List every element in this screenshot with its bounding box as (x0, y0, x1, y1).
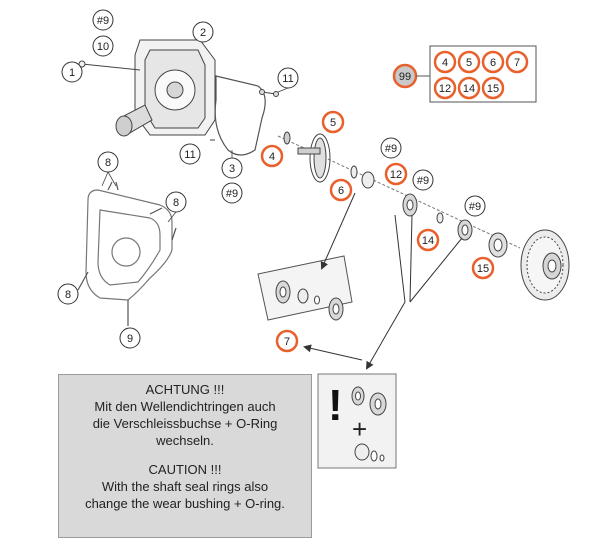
kit-item-15: 15 (487, 83, 499, 95)
callout-8-left: 8 (65, 289, 71, 301)
callout-8-right: 8 (173, 197, 179, 209)
callout-9-shaft: #9 (385, 143, 397, 155)
kit-item-6: 6 (490, 57, 496, 69)
callout-8-top: 8 (105, 157, 111, 169)
leader-lines (303, 192, 463, 370)
screw-11-right (259, 89, 279, 97)
kit-items (433, 50, 529, 100)
warning-parts-box: ! + (317, 373, 397, 469)
callout-14: 14 (422, 235, 434, 247)
callout-labels-highlighted: 5 4 6 12 14 15 7 (269, 117, 489, 348)
notice-de-title: ACHTUNG !!! (145, 382, 225, 397)
callout-9-seal: #9 (417, 175, 429, 187)
callout-labels-plain: #9 10 1 2 11 11 3 #9 8 8 8 9 #9 #9 #9 (65, 15, 481, 345)
kit-item-14: 14 (463, 83, 475, 95)
notice-de-line3: wechseln. (156, 433, 214, 448)
callout-9-gear: #9 (469, 201, 481, 213)
callout-3: 3 (229, 163, 235, 175)
callout-11-bottom: 11 (184, 149, 195, 161)
callout-15: 15 (477, 263, 489, 275)
callout-9-left: #9 (226, 188, 238, 200)
callout-1: 1 (69, 67, 75, 79)
drive-gear (520, 229, 570, 301)
housing-gasket (214, 75, 266, 156)
callout-7: 7 (284, 336, 290, 348)
impeller-shaft-assembly (277, 131, 521, 258)
callout-12: 12 (390, 169, 402, 181)
kit-item-5: 5 (466, 57, 472, 69)
pump-housing (78, 39, 216, 141)
callout-4: 4 (269, 151, 275, 163)
notice-en-line1: With the shaft seal rings also (101, 479, 269, 494)
seal-detail-inset (257, 255, 353, 321)
callout-9-top: #9 (97, 15, 109, 27)
callouts-highlighted (260, 110, 495, 353)
kit-item-12: 12 (439, 83, 451, 95)
notice-en-title: CAUTION !!! (148, 462, 222, 477)
callout-11-right: 11 (282, 73, 293, 85)
callout-9-bottom: 9 (127, 333, 133, 345)
cover-gasket (77, 181, 177, 326)
notice-en-line2: change the wear bushing + O-ring. (85, 496, 285, 511)
notice-de-line1: Mit den Wellendichtringen auch (94, 399, 276, 414)
callout-5: 5 (330, 117, 336, 129)
callout-2: 2 (200, 27, 206, 39)
caution-notice: ACHTUNG !!! Mit den Wellendichtringen au… (58, 374, 312, 538)
kit-label: 99 (399, 71, 411, 83)
callout-6: 6 (338, 185, 344, 197)
callout-10: 10 (97, 41, 109, 53)
callout-leaders-plain (101, 87, 289, 223)
notice-de-line2: die Verschleissbuchse + O-Ring (92, 416, 278, 431)
warning-mark: ! (328, 381, 343, 430)
kit-item-4: 4 (442, 57, 448, 69)
warning-plus: + (352, 414, 367, 444)
kit-item-7: 7 (514, 57, 520, 69)
kit-item-labels: 4 5 6 7 12 14 15 (439, 57, 520, 95)
callouts-plain (57, 9, 486, 349)
